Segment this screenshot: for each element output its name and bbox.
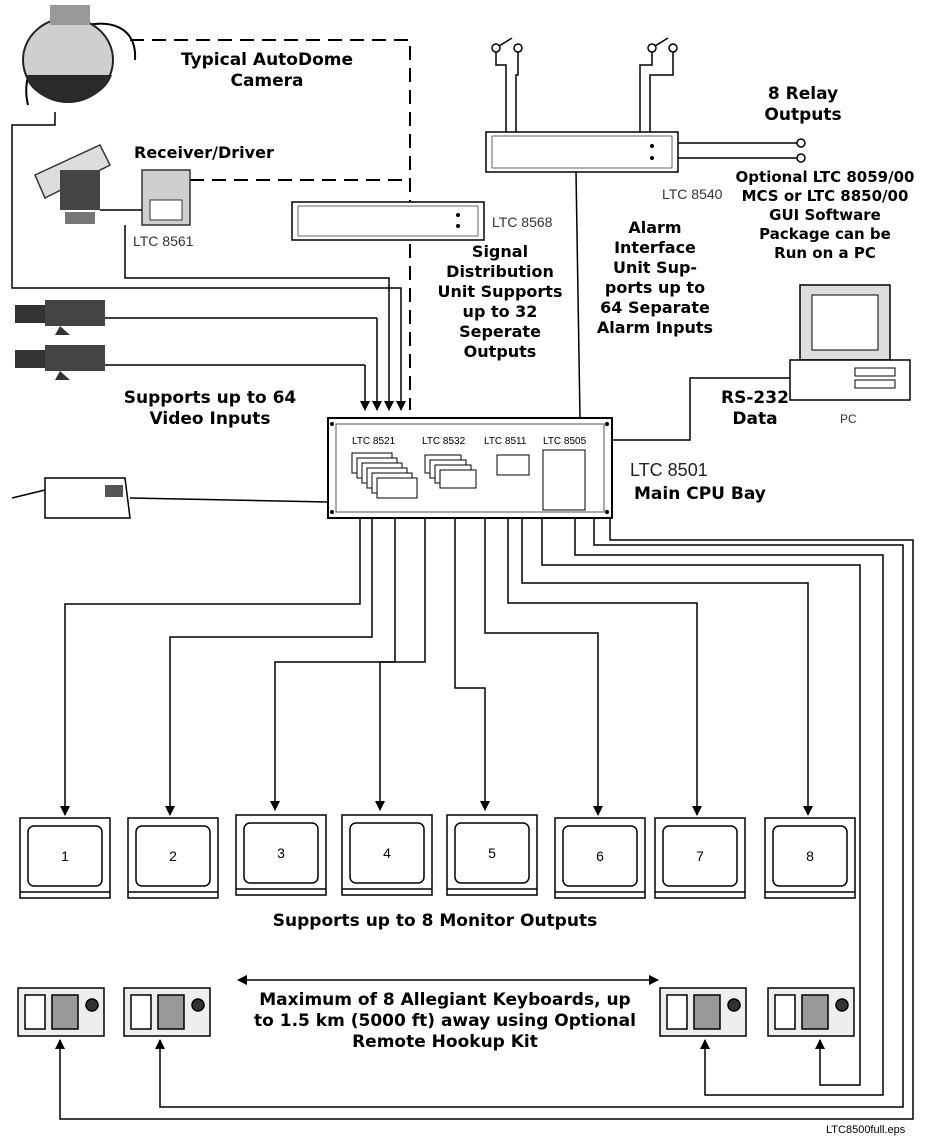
box-camera-2-icon bbox=[15, 345, 105, 380]
card-3-label: LTC 8511 bbox=[484, 436, 527, 447]
monitor-2-number: 2 bbox=[169, 848, 177, 864]
filename-label: LTC8500full.eps bbox=[826, 1124, 906, 1136]
signal-label-line: up to 32 bbox=[462, 302, 538, 321]
signal-unit-label: Signal Distribution Unit Supports up to … bbox=[430, 242, 570, 362]
alarm-label-line: Alarm Inputs bbox=[596, 318, 714, 337]
pc-icon bbox=[789, 284, 911, 401]
dashed-control-link bbox=[130, 39, 411, 410]
alarm-switch-right-icon bbox=[639, 37, 678, 132]
keyboard-lines bbox=[55, 518, 914, 1120]
signal-label-line: Unit Supports bbox=[437, 282, 563, 301]
monitor-5-number: 5 bbox=[488, 845, 496, 861]
camera-label-line: Camera bbox=[230, 71, 304, 91]
alarm-switch-left-icon bbox=[491, 37, 523, 132]
keyboard-3-icon bbox=[659, 987, 747, 1037]
monitor-2-icon bbox=[127, 817, 219, 899]
keyboard-1-icon bbox=[17, 987, 105, 1037]
monitor-8-number: 8 bbox=[806, 848, 814, 864]
software-label-line: MCS or LTC 8850/00 bbox=[741, 187, 909, 205]
alarm-unit-label: Alarm Interface Unit Sup- ports up to 64… bbox=[590, 218, 720, 338]
signal-unit-model-label: LTC 8568 bbox=[492, 214, 553, 230]
video-inputs-label: Supports up to 64 Video Inputs bbox=[100, 388, 320, 430]
alarm-label-line: 64 Separate bbox=[600, 298, 710, 317]
monitor-7-icon bbox=[654, 817, 746, 899]
software-label-line: Run on a PC bbox=[774, 244, 876, 262]
cpu-model-label: LTC 8501 bbox=[630, 460, 708, 480]
monitor-8-icon bbox=[764, 817, 856, 899]
alarm-label-line: Alarm bbox=[628, 218, 682, 237]
receiver-model-label: LTC 8561 bbox=[133, 233, 194, 249]
cpu-bay-label: Main CPU Bay bbox=[634, 484, 766, 504]
keyboard-4-icon bbox=[767, 987, 855, 1037]
relay-terminal-icon bbox=[796, 153, 806, 163]
rs232-label-line: Data bbox=[732, 409, 778, 429]
ptz-camera-icon bbox=[34, 144, 112, 224]
monitor-5-icon bbox=[446, 814, 538, 896]
autodome-camera-icon bbox=[22, 5, 137, 106]
alarm-interface-unit-icon bbox=[485, 131, 679, 173]
monitor-6-icon bbox=[554, 817, 646, 899]
receiver-video-line bbox=[124, 225, 394, 411]
rs232-label: RS-232 Data bbox=[700, 388, 810, 430]
pc-label: PC bbox=[840, 412, 857, 426]
software-label-line: Optional LTC 8059/00 bbox=[735, 168, 915, 186]
signal-label-line: Signal bbox=[471, 242, 529, 261]
software-label-line: Package can be bbox=[759, 225, 891, 243]
monitor-3-icon bbox=[235, 814, 327, 896]
receiver-label: Receiver/Driver bbox=[134, 143, 274, 162]
keyboards-label-line: to 1.5 km (5000 ft) away using Optional bbox=[254, 1011, 636, 1031]
alarm-unit-model-label: LTC 8540 bbox=[662, 186, 723, 202]
signal-label-line: Distribution bbox=[446, 262, 554, 281]
main-cpu-bay-icon bbox=[327, 417, 613, 519]
rs232-label-line: RS-232 bbox=[721, 388, 789, 408]
signal-label-line: Seperate bbox=[459, 322, 541, 341]
monitor-7-number: 7 bbox=[696, 848, 704, 864]
rs232-line bbox=[612, 377, 790, 441]
receiver-driver-icon bbox=[141, 169, 191, 226]
keyboards-label-line: Remote Hookup Kit bbox=[352, 1032, 538, 1052]
monitor-1-icon bbox=[19, 817, 111, 899]
camera-video-line bbox=[11, 112, 406, 411]
monitor-4-number: 4 bbox=[383, 845, 391, 861]
monitor-1-number: 1 bbox=[61, 848, 69, 864]
monitor-6-number: 6 bbox=[596, 848, 604, 864]
relay-label-line: Outputs bbox=[764, 105, 842, 125]
software-label: Optional LTC 8059/00 MCS or LTC 8850/00 … bbox=[735, 168, 915, 263]
keyboard-2-icon bbox=[123, 987, 211, 1037]
keyboards-label-line: Maximum of 8 Allegiant Keyboards, up bbox=[259, 990, 631, 1010]
signal-distribution-unit-icon bbox=[291, 201, 485, 241]
alarm-label-line: ports up to bbox=[604, 278, 706, 297]
signal-label-line: Outputs bbox=[463, 342, 537, 361]
alarm-label-line: Unit Sup- bbox=[612, 258, 698, 277]
relay-label-line: 8 Relay bbox=[767, 84, 839, 104]
box-camera-1-icon bbox=[15, 300, 105, 335]
card-1-label: LTC 8521 bbox=[352, 436, 396, 447]
relay-terminal-icon bbox=[796, 138, 806, 148]
monitor-lines bbox=[60, 518, 813, 816]
video-label-line: Supports up to 64 bbox=[123, 388, 297, 408]
keyboards-label: Maximum of 8 Allegiant Keyboards, up to … bbox=[205, 990, 685, 1053]
relay-label: 8 Relay Outputs bbox=[748, 84, 858, 126]
video-label-line: Video Inputs bbox=[149, 409, 271, 429]
monitor-outputs-label: Supports up to 8 Monitor Outputs bbox=[272, 911, 598, 931]
camera-label: Typical AutoDome Camera bbox=[172, 50, 362, 92]
camera-label-line: Typical AutoDome bbox=[180, 50, 354, 70]
monitor-3-number: 3 bbox=[277, 845, 285, 861]
card-2-label: LTC 8532 bbox=[422, 436, 466, 447]
card-4-label: LTC 8505 bbox=[543, 436, 587, 447]
alarm-label-line: Interface bbox=[614, 238, 696, 257]
software-label-line: GUI Software bbox=[769, 206, 881, 224]
monitor-4-icon bbox=[341, 814, 433, 896]
printer-icon bbox=[11, 477, 131, 519]
